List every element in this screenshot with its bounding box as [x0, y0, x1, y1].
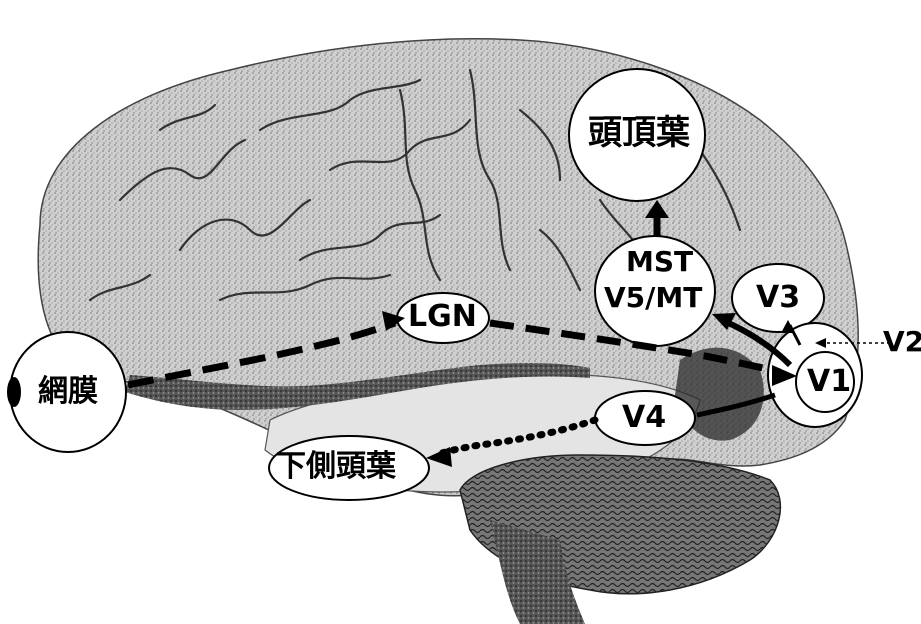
mst-label-line1: MST: [626, 248, 693, 276]
mst-label-line2: V5/MT: [604, 284, 702, 312]
parietal-label: 頭頂葉: [588, 116, 690, 150]
retina-label: 網膜: [38, 377, 98, 407]
v4-label: V4: [622, 403, 666, 433]
inferotemporal-label: 下側頭葉: [276, 452, 396, 482]
v2-label: V2: [883, 328, 921, 356]
v3-label: V3: [756, 283, 800, 313]
v1-label: V1: [807, 367, 851, 397]
retina-lens-mark: [7, 377, 21, 407]
lgn-label: LGN: [408, 302, 477, 332]
